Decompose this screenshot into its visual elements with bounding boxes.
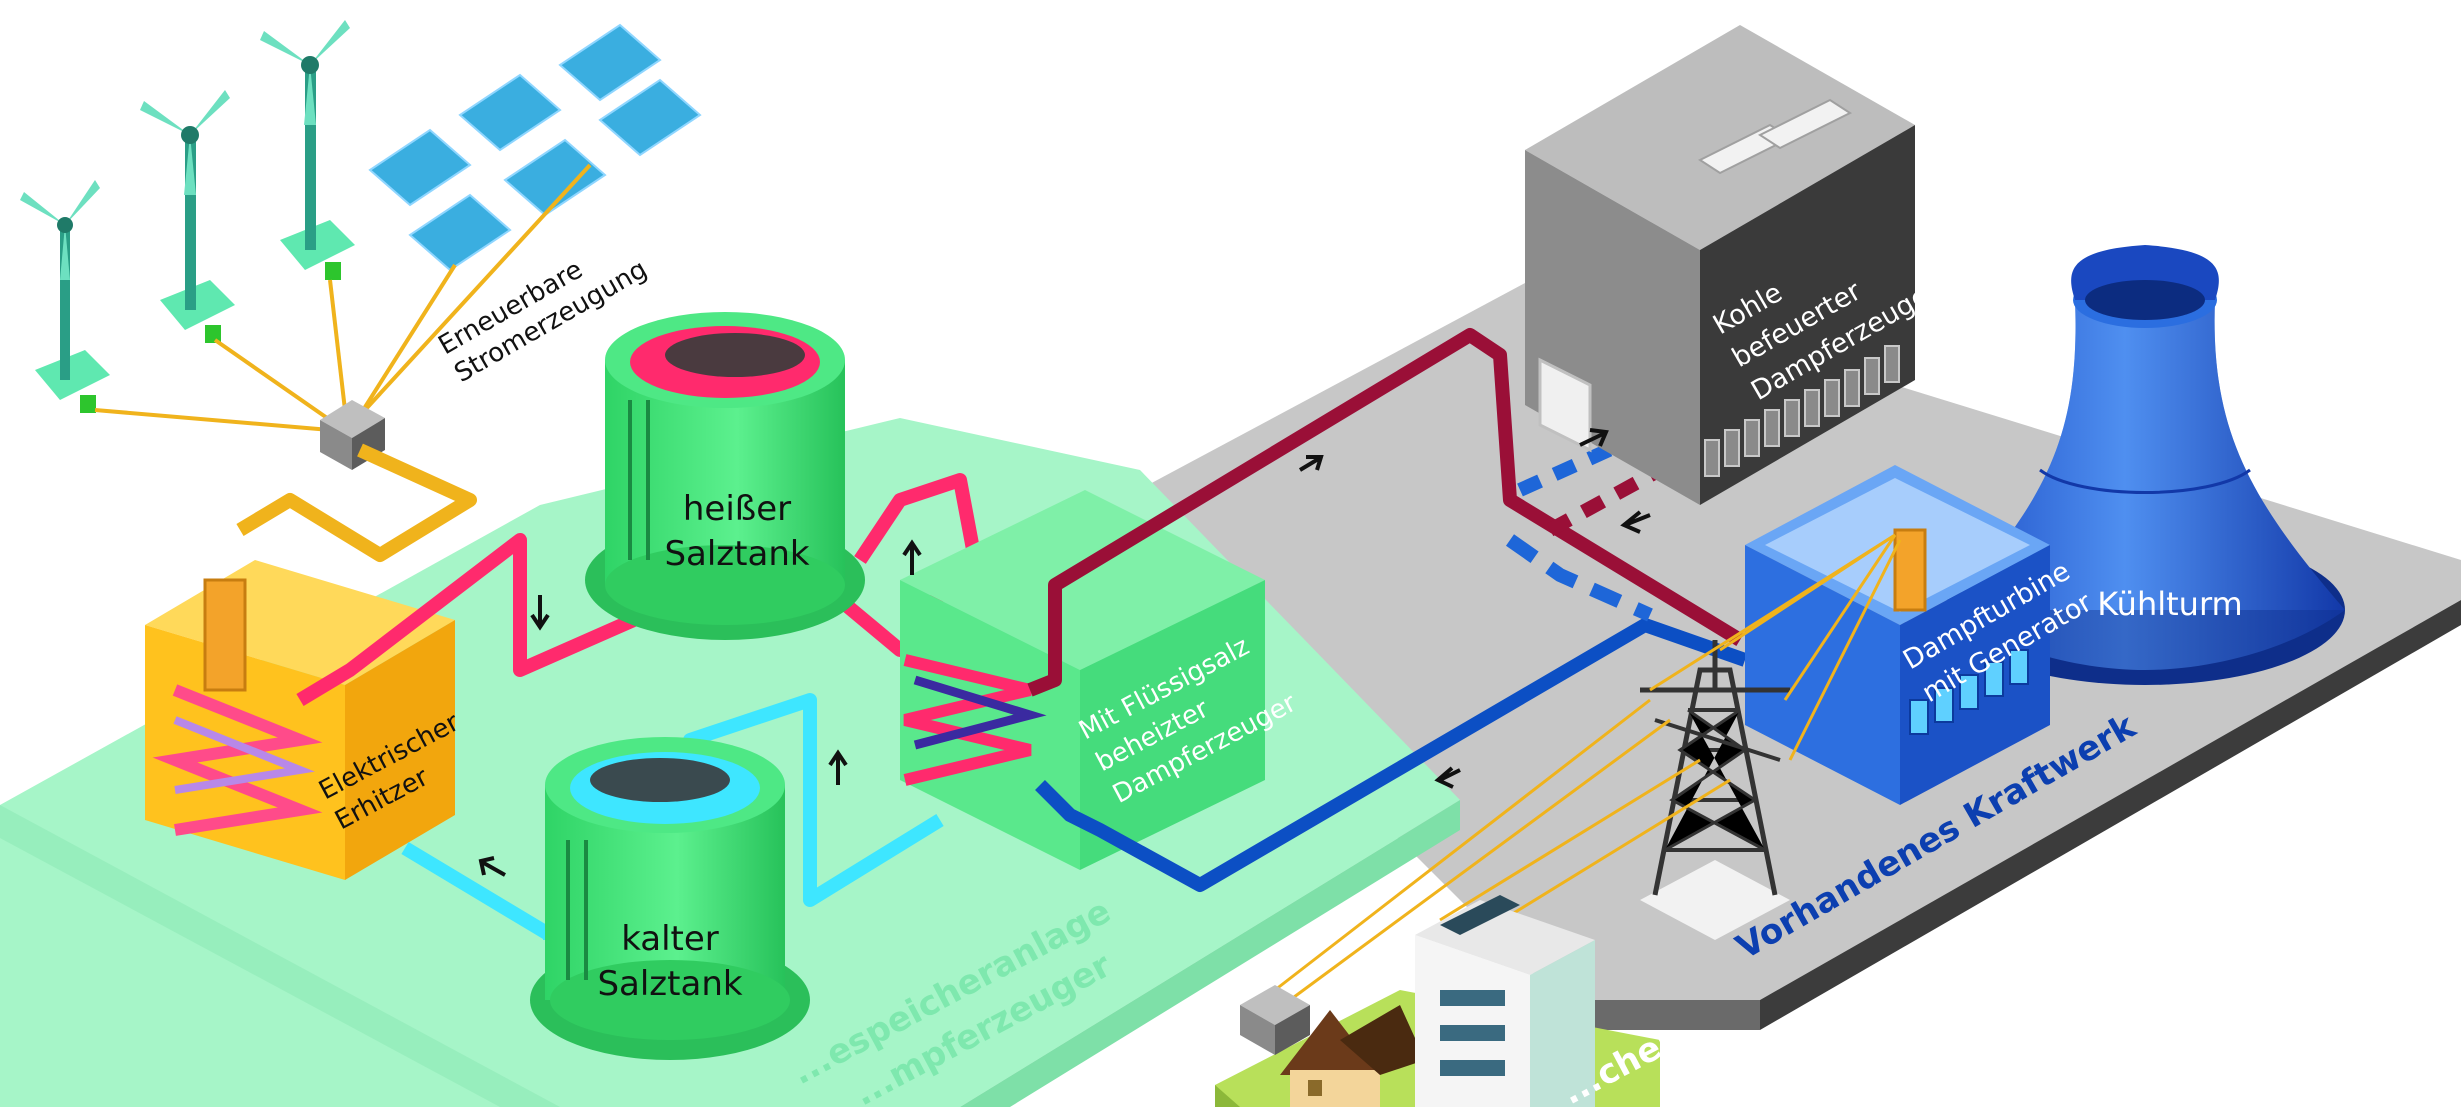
dashed-water-a — [1517, 438, 1623, 497]
coal-building-windows — [1704, 345, 1900, 477]
salt-steam-generator — [900, 490, 1265, 870]
transmission-tower-icon — [1640, 640, 1790, 940]
dashed-water-b — [1505, 534, 1653, 622]
cold-tank-label-line1: kalter — [621, 919, 719, 959]
grid-power-lines — [1274, 533, 1902, 1002]
hot-tank-label: heißer Salztank — [664, 489, 809, 574]
hot-salt-tank — [585, 312, 865, 640]
steam-turbine-generator — [1745, 465, 2050, 805]
wind-turbine-icon — [20, 180, 110, 413]
wind-turbine-icon — [140, 90, 235, 343]
turbine-windows — [1909, 649, 2029, 735]
heater-power-line — [236, 443, 477, 562]
wind-turbine-icon — [260, 20, 355, 280]
solar-panel-icon — [368, 23, 702, 272]
cold-salt-tank — [530, 737, 810, 1060]
flow-arrow-icon — [478, 428, 1651, 877]
hot-tank-label-line2: Salztank — [664, 534, 809, 574]
junction-box-icon — [1240, 985, 1310, 1055]
cooling-tower-label: Kühlturm — [2097, 585, 2242, 623]
cold-tank-label-line2: Salztank — [597, 964, 742, 1004]
coal-steam-generator — [1525, 25, 1915, 505]
hot-tank-label-line1: heißer — [683, 489, 791, 529]
hot-salt-pipe — [296, 533, 648, 707]
steam-pipe — [1027, 328, 1744, 697]
feedwater-pipe — [1035, 618, 1748, 892]
office-building-icon — [1415, 895, 1595, 1107]
dashed-steam — [1546, 463, 1664, 537]
cold-tank-label: kalter Salztank — [597, 919, 742, 1004]
renewable-feed-lines — [94, 163, 592, 432]
house-icon — [1280, 1005, 1425, 1107]
electric-heater — [145, 560, 455, 880]
